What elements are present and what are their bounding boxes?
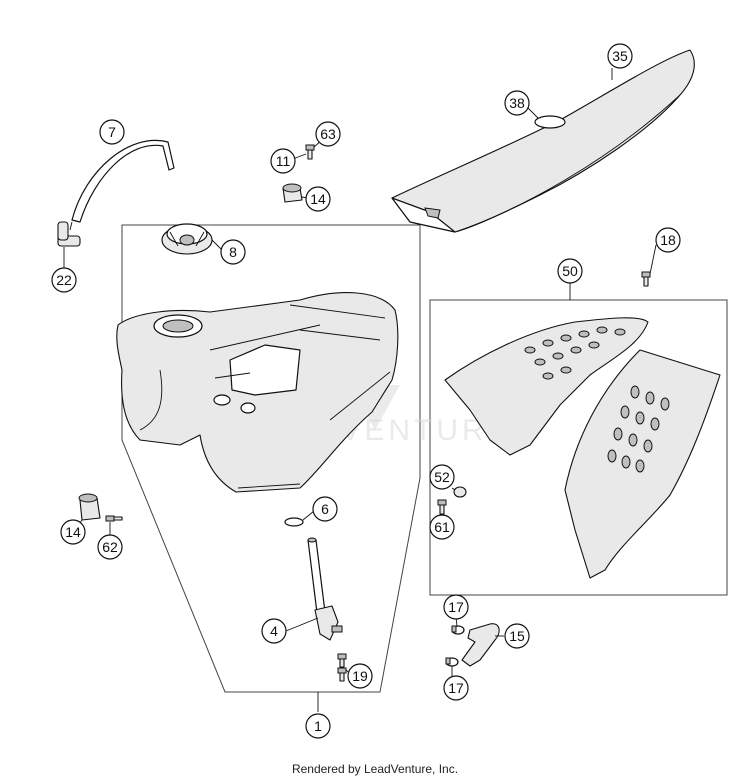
breather-hose bbox=[71, 139, 175, 223]
elbow-fitting bbox=[57, 221, 81, 247]
leader-38 bbox=[527, 107, 539, 119]
svg-text:11: 11 bbox=[276, 153, 291, 169]
callout-14-top[interactable]: 14 bbox=[305, 186, 331, 212]
screw-61 bbox=[437, 499, 447, 515]
callout-6[interactable]: 6 bbox=[312, 496, 338, 522]
svg-text:38: 38 bbox=[509, 95, 525, 111]
svg-text:8: 8 bbox=[229, 244, 237, 260]
callout-17-bottom[interactable]: 17 bbox=[443, 675, 469, 701]
svg-text:63: 63 bbox=[320, 126, 336, 142]
svg-text:1: 1 bbox=[314, 718, 322, 734]
callout-19[interactable]: 19 bbox=[347, 663, 373, 689]
svg-text:14: 14 bbox=[65, 524, 81, 540]
leader-7 bbox=[69, 221, 73, 231]
svg-text:6: 6 bbox=[321, 501, 329, 517]
callout-1[interactable]: 1 bbox=[305, 713, 331, 739]
svg-text:50: 50 bbox=[562, 263, 578, 279]
leader-6 bbox=[302, 510, 315, 521]
svg-text:4: 4 bbox=[270, 623, 278, 639]
callout-4[interactable]: 4 bbox=[261, 618, 287, 644]
hose-15 bbox=[461, 623, 500, 667]
callout-7[interactable]: 7 bbox=[99, 119, 125, 145]
seat-pad bbox=[534, 115, 566, 129]
washer-52 bbox=[453, 486, 467, 498]
fuel-tap bbox=[307, 537, 343, 641]
leader-52 bbox=[451, 487, 456, 491]
spoiler-left bbox=[444, 317, 649, 456]
screw-62 bbox=[105, 515, 123, 522]
callout-15[interactable]: 15 bbox=[504, 623, 530, 649]
hose-clamp-bottom bbox=[445, 657, 459, 667]
leader-8 bbox=[211, 239, 223, 251]
callout-52[interactable]: 52 bbox=[429, 464, 455, 490]
svg-text:62: 62 bbox=[102, 539, 118, 555]
callout-22[interactable]: 22 bbox=[51, 267, 77, 293]
svg-text:17: 17 bbox=[448, 599, 464, 615]
svg-text:17: 17 bbox=[448, 680, 464, 696]
fuel-tank-group-frame bbox=[121, 224, 421, 693]
callout-14-left[interactable]: 14 bbox=[60, 519, 86, 545]
callout-63[interactable]: 63 bbox=[315, 121, 341, 147]
callout-62[interactable]: 62 bbox=[97, 534, 123, 560]
seat bbox=[391, 49, 695, 233]
svg-text:22: 22 bbox=[56, 272, 72, 288]
rubber-bushing-left bbox=[78, 493, 101, 521]
callout-17-top[interactable]: 17 bbox=[443, 594, 469, 620]
callout-50[interactable]: 50 bbox=[557, 258, 583, 284]
callout-38[interactable]: 38 bbox=[504, 90, 530, 116]
callout-35[interactable]: 35 bbox=[607, 43, 633, 69]
fuel-tank bbox=[116, 292, 399, 493]
fuel-cap bbox=[161, 223, 213, 255]
screw-63 bbox=[305, 144, 315, 160]
callout-61[interactable]: 61 bbox=[429, 514, 455, 540]
callout-11[interactable]: 11 bbox=[270, 148, 296, 174]
svg-text:18: 18 bbox=[660, 232, 676, 248]
screws-19 bbox=[337, 653, 347, 682]
leader-4 bbox=[285, 617, 319, 632]
callout-18[interactable]: 18 bbox=[655, 227, 681, 253]
spoiler-group-frame bbox=[429, 299, 728, 596]
o-ring bbox=[284, 517, 304, 527]
leader-18 bbox=[649, 244, 657, 275]
callout-8[interactable]: 8 bbox=[220, 239, 246, 265]
svg-text:7: 7 bbox=[108, 124, 116, 140]
screw-18 bbox=[641, 271, 651, 287]
svg-text:14: 14 bbox=[310, 191, 326, 207]
svg-text:35: 35 bbox=[612, 48, 628, 64]
svg-text:19: 19 bbox=[352, 668, 368, 684]
footer-credit: Rendered by LeadVenture, Inc. bbox=[291, 762, 459, 776]
svg-text:61: 61 bbox=[434, 519, 450, 535]
svg-text:15: 15 bbox=[509, 628, 525, 644]
svg-text:52: 52 bbox=[434, 469, 450, 485]
hose-clamp-top bbox=[451, 625, 465, 635]
rubber-bushing-top bbox=[282, 183, 303, 203]
spoiler-right bbox=[564, 349, 721, 579]
